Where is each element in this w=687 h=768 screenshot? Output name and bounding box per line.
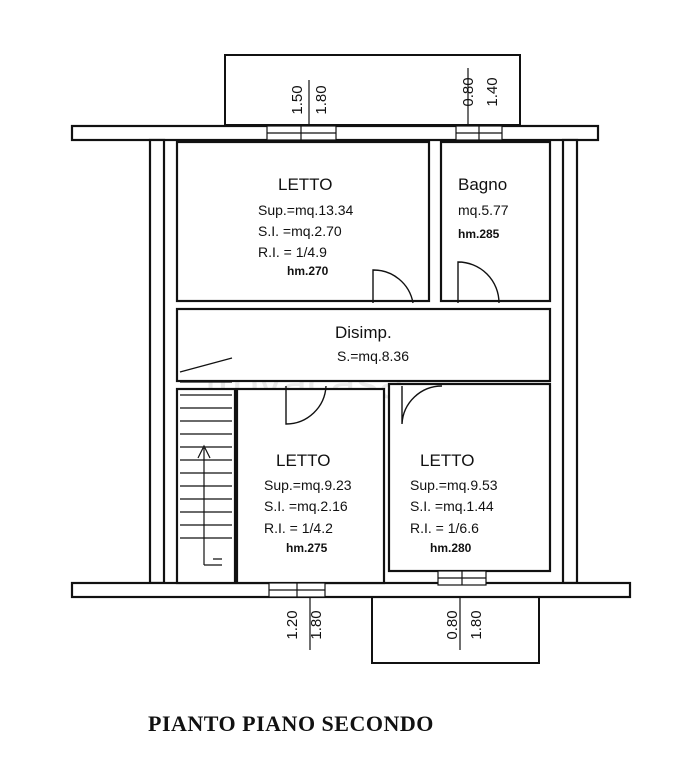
room-area: S.=mq.8.36 (337, 348, 409, 364)
room-ri: R.I. = 1/6.6 (410, 520, 479, 536)
window-bottom-left (268, 582, 326, 598)
room-height: hm.275 (286, 541, 328, 555)
room-letto-left (235, 387, 386, 585)
exterior-walls (70, 124, 632, 599)
room-letto-right (387, 382, 552, 573)
room-sup: Sup.=mq.13.34 (258, 202, 354, 218)
room-si: S.I. =mq.2.16 (264, 498, 348, 514)
room-si: S.I. =mq.2.70 (258, 223, 342, 239)
room-height: hm.270 (287, 264, 329, 278)
staircase (179, 357, 233, 566)
room-name: Bagno (458, 175, 507, 194)
room-bagno (439, 140, 552, 303)
room-name: LETTO (276, 451, 330, 470)
label-bagno: Bagno mq.5.77 hm.285 (458, 175, 509, 241)
room-sup: Sup.=mq.9.23 (264, 477, 352, 493)
plan-title: PIANTO PIANO SECONDO (148, 711, 434, 736)
window-top-left-width: 1.50 (289, 85, 306, 114)
label-letto-top: LETTO Sup.=mq.13.34 S.I. =mq.2.70 R.I. =… (258, 175, 354, 278)
room-sup: Sup.=mq.9.53 (410, 477, 498, 493)
window-top-right-height: 1.40 (484, 77, 501, 106)
window-bottom-right (437, 570, 487, 586)
label-letto-left: LETTO Sup.=mq.9.23 S.I. =mq.2.16 R.I. = … (264, 451, 352, 555)
window-bottom-left-height: 1.80 (308, 610, 325, 639)
window-bottom-right-width: 0.80 (444, 610, 461, 639)
label-letto-right: LETTO Sup.=mq.9.53 S.I. =mq.1.44 R.I. = … (410, 451, 498, 555)
window-top-right (455, 125, 503, 141)
room-name: Disimp. (335, 323, 392, 342)
room-letto-top (175, 140, 431, 303)
dimension-lines (308, 68, 469, 650)
window-top-left-height: 1.80 (313, 85, 330, 114)
room-height: hm.285 (458, 227, 500, 241)
room-ri: R.I. = 1/4.2 (264, 520, 333, 536)
room-name: LETTO (420, 451, 474, 470)
room-ri: R.I. = 1/4.9 (258, 244, 327, 260)
room-disimpegno (175, 307, 552, 383)
window-top-right-width: 0.80 (460, 77, 477, 106)
room-name: LETTO (278, 175, 332, 194)
window-top-left (266, 125, 337, 141)
room-area: mq.5.77 (458, 202, 509, 218)
window-bottom-left-width: 1.20 (284, 610, 301, 639)
label-disimpegno: Disimp. S.=mq.8.36 (335, 323, 409, 364)
room-si: S.I. =mq.1.44 (410, 498, 494, 514)
doors (285, 261, 500, 425)
room-height: hm.280 (430, 541, 472, 555)
window-bottom-right-height: 1.80 (468, 610, 485, 639)
